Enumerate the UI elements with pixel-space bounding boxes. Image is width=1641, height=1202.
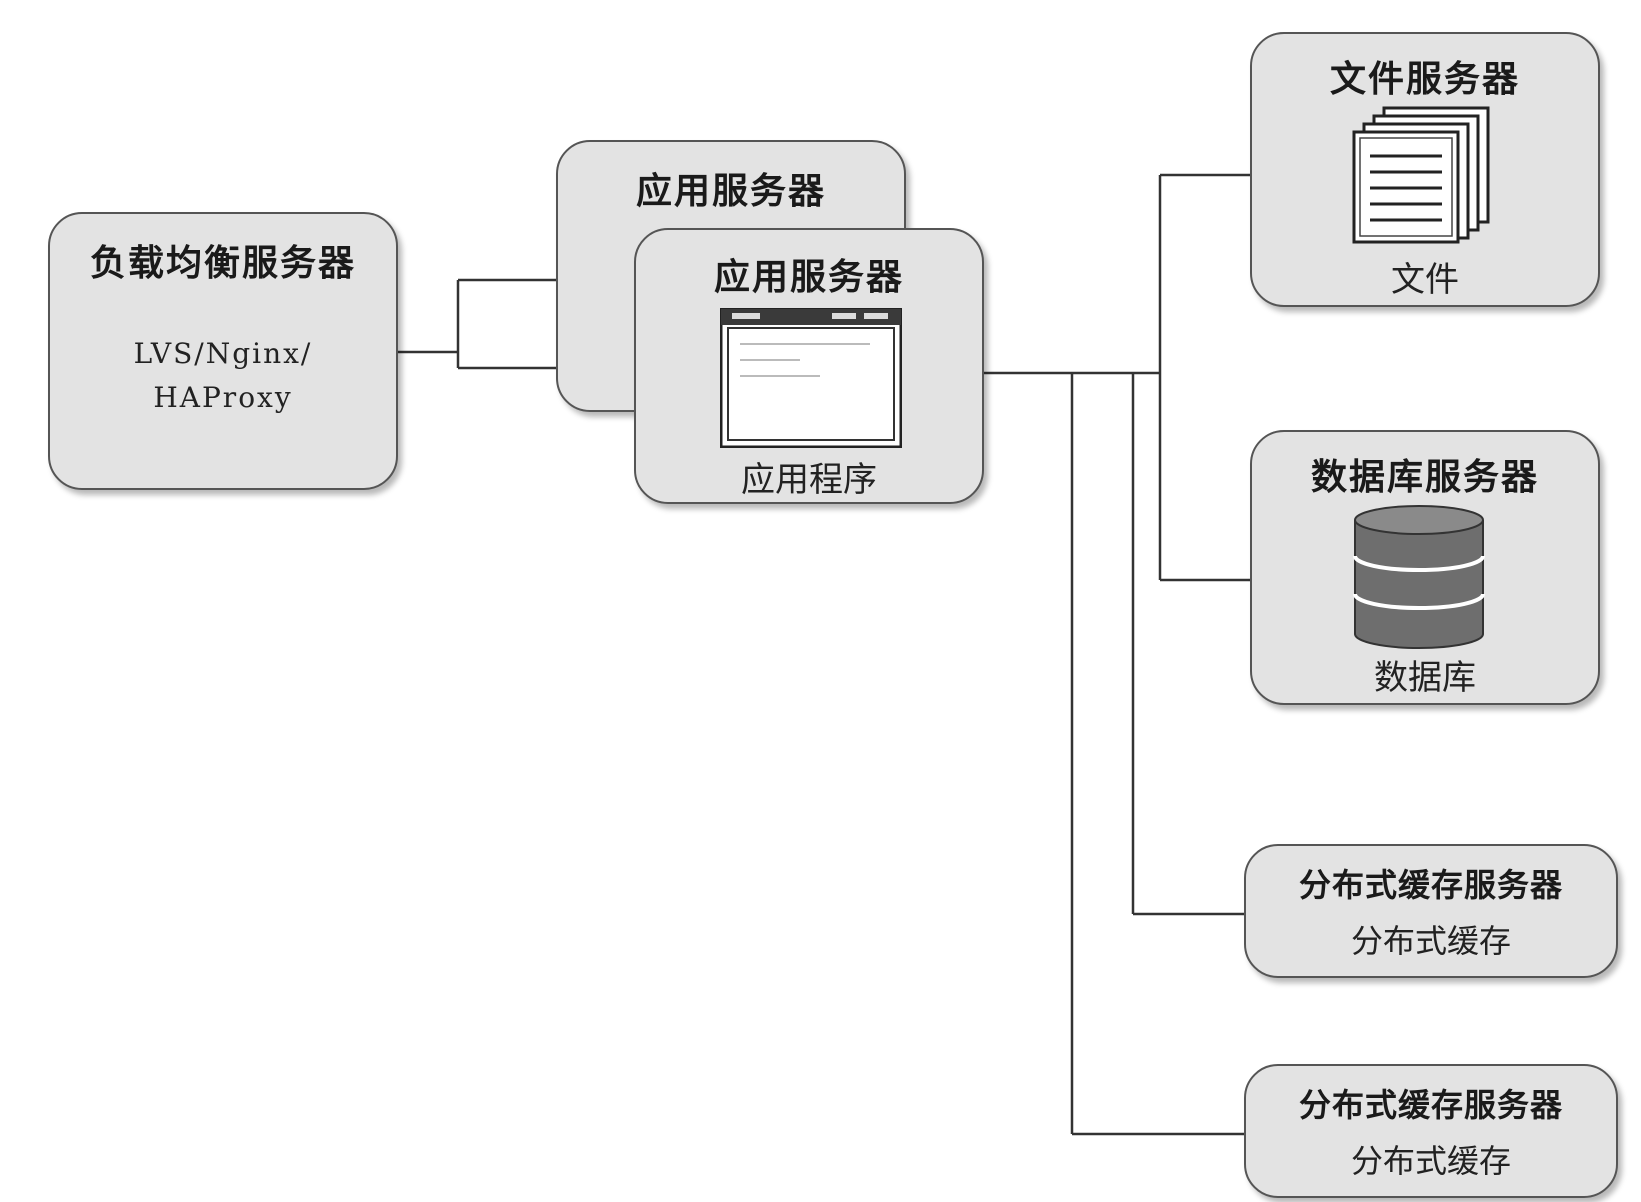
load-balancer-box: 负载均衡服务器 LVS/Nginx/ HAProxy bbox=[48, 212, 398, 490]
file-server-title: 文件服务器 bbox=[1329, 59, 1520, 100]
cache-server-2-box: 分布式缓存服务器 分布式缓存 bbox=[1244, 1064, 1618, 1198]
app-server-back-title: 应用服务器 bbox=[635, 171, 826, 212]
app-server-front-label: 应用程序 bbox=[741, 460, 877, 500]
cache-server-1-box: 分布式缓存服务器 分布式缓存 bbox=[1244, 844, 1618, 978]
db-server-title: 数据库服务器 bbox=[1310, 457, 1539, 498]
cache-server-1-title: 分布式缓存服务器 bbox=[1298, 866, 1563, 904]
load-balancer-line2: HAProxy bbox=[153, 381, 293, 414]
app-window-icon bbox=[720, 308, 902, 448]
file-server-box: 文件服务器 文件 bbox=[1250, 32, 1600, 307]
cache-server-2-label: 分布式缓存 bbox=[1350, 1142, 1511, 1180]
db-server-box: 数据库服务器 数据库 bbox=[1250, 430, 1600, 705]
app-server-front-title: 应用服务器 bbox=[713, 257, 904, 298]
cache-server-1-label: 分布式缓存 bbox=[1350, 922, 1511, 960]
load-balancer-line1: LVS/Nginx/ bbox=[133, 337, 313, 370]
file-stack-icon bbox=[1352, 106, 1490, 244]
app-server-front-box: 应用服务器 应用程序 bbox=[634, 228, 984, 504]
load-balancer-title: 负载均衡服务器 bbox=[89, 243, 356, 284]
database-cylinder-icon bbox=[1353, 505, 1485, 649]
db-server-label: 数据库 bbox=[1374, 658, 1476, 698]
cache-server-2-title: 分布式缓存服务器 bbox=[1298, 1086, 1563, 1124]
file-server-label: 文件 bbox=[1391, 260, 1459, 300]
